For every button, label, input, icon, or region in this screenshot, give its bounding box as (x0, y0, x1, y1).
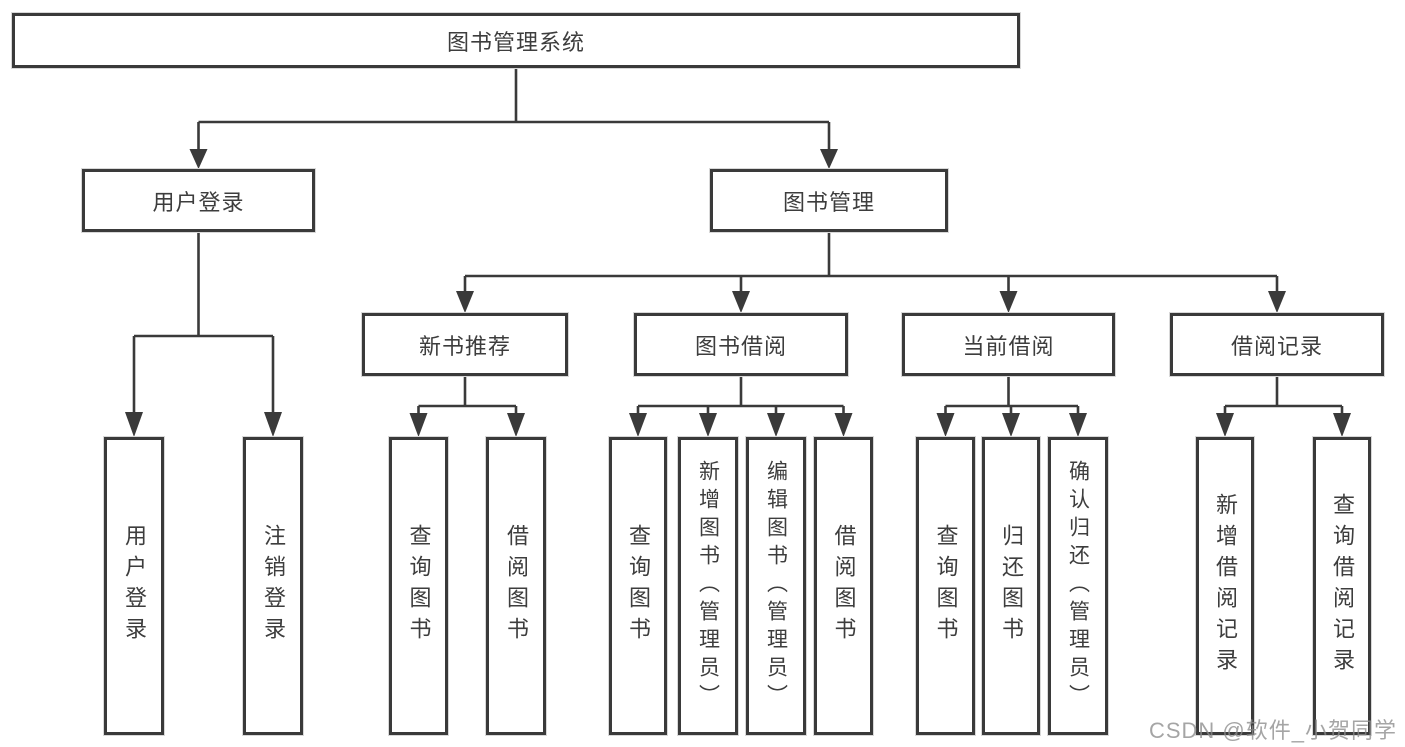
node-leaf-add-borrow-record: 新增借阅记录 (1196, 437, 1254, 735)
node-current-borrowing: 当前借阅 (902, 313, 1115, 376)
node-label: 归还图书 (999, 524, 1024, 648)
node-label: 用户登录 (152, 189, 245, 215)
node-leaf-borrow-books: 借阅图书 (814, 437, 873, 735)
connector-current-to-leaves (936, 376, 1087, 437)
node-label: 编辑图书（管理员） (764, 460, 788, 712)
connector-borrow-to-leaves (629, 376, 853, 437)
node-label: 用户登录 (122, 524, 147, 648)
node-leaf-confirm-return-admin: 确认归还（管理员） (1048, 437, 1108, 735)
connector-mgmt-to-level3 (456, 232, 1286, 313)
connector-newbooks-to-leaves (409, 376, 525, 437)
node-book-borrowing: 图书借阅 (634, 313, 848, 376)
node-book-management: 图书管理 (710, 169, 948, 232)
node-label: 当前借阅 (962, 333, 1055, 359)
node-label: 图书管理 (782, 189, 875, 215)
node-leaf-query-books-recommend: 查询图书 (389, 437, 448, 735)
node-label: 查询借阅记录 (1330, 493, 1355, 679)
node-leaf-query-borrow-record: 查询借阅记录 (1313, 437, 1371, 735)
node-label: 新书推荐 (418, 333, 511, 359)
node-label: 查询图书 (626, 524, 651, 648)
node-label: 借阅图书 (831, 524, 857, 648)
node-label: 确认归还（管理员） (1066, 460, 1090, 712)
csdn-watermark: CSDN @软件_小贺同学 (1148, 718, 1397, 743)
node-library-management-system: 图书管理系统 (12, 13, 1020, 68)
node-label: 查询图书 (406, 524, 432, 648)
node-leaf-add-books-admin: 新增图书（管理员） (678, 437, 738, 735)
node-label: 新增借阅记录 (1213, 493, 1238, 679)
node-leaf-borrow-books-recommend: 借阅图书 (486, 437, 546, 735)
node-new-book-recommend: 新书推荐 (362, 313, 568, 376)
node-label: 注销登录 (261, 524, 286, 648)
node-leaf-query-books-current: 查询图书 (916, 437, 975, 735)
node-label: 图书管理系统 (446, 29, 585, 55)
node-leaf-logout: 注销登录 (243, 437, 303, 735)
node-borrowing-records: 借阅记录 (1170, 313, 1384, 376)
node-leaf-query-books-borrow: 查询图书 (609, 437, 667, 735)
node-user-login: 用户登录 (82, 169, 315, 232)
node-label: 图书借阅 (694, 333, 787, 359)
node-leaf-edit-books-admin: 编辑图书（管理员） (746, 437, 806, 735)
connector-root-to-level2 (189, 68, 838, 169)
node-label: 查询图书 (933, 524, 959, 648)
node-leaf-return-books: 归还图书 (982, 437, 1040, 735)
connector-login-to-leaves (125, 232, 282, 437)
node-label: 借阅记录 (1230, 333, 1323, 359)
node-leaf-user-login: 用户登录 (104, 437, 164, 735)
connector-records-to-leaves (1216, 376, 1351, 437)
node-label: 新增图书（管理员） (696, 460, 720, 712)
node-label: 借阅图书 (504, 524, 529, 648)
